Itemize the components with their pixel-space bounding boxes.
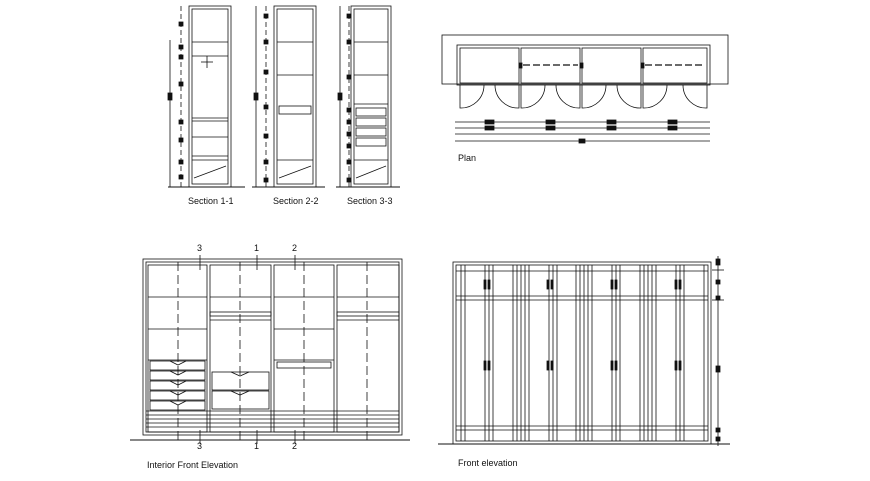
interior-front-elevation-drawing xyxy=(130,255,410,444)
section-tag-3-top: 3 xyxy=(197,243,203,253)
section-tag-2-top: 2 xyxy=(292,243,298,253)
section-2-2-label: Section 2-2 xyxy=(273,196,319,206)
section-1-1-label: Section 1-1 xyxy=(188,196,234,206)
section-tag-2-bottom: 2 xyxy=(292,441,298,451)
front-elevation-label: Front elevation xyxy=(458,458,518,468)
plan-label: Plan xyxy=(458,153,477,163)
front-elevation-drawing xyxy=(438,256,730,446)
section-1-1-drawing xyxy=(167,5,245,188)
section-tag-3-bottom: 3 xyxy=(197,441,203,451)
section-3-3-label: Section 3-3 xyxy=(347,196,393,206)
section-tag-1-top: 1 xyxy=(254,243,260,253)
section-tag-1-bottom: 1 xyxy=(254,441,260,451)
section-3-3-drawing xyxy=(336,5,400,188)
interior-front-elevation-label: Interior Front Elevation xyxy=(147,460,239,470)
plan-drawing xyxy=(441,34,729,144)
section-2-2-drawing xyxy=(252,5,325,188)
